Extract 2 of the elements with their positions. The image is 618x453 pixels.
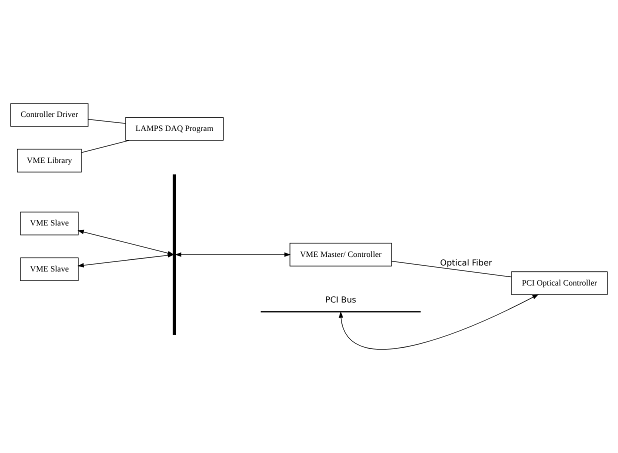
edge-label: Optical Fiber	[440, 258, 492, 268]
node-text: PCI Bus	[325, 294, 356, 304]
